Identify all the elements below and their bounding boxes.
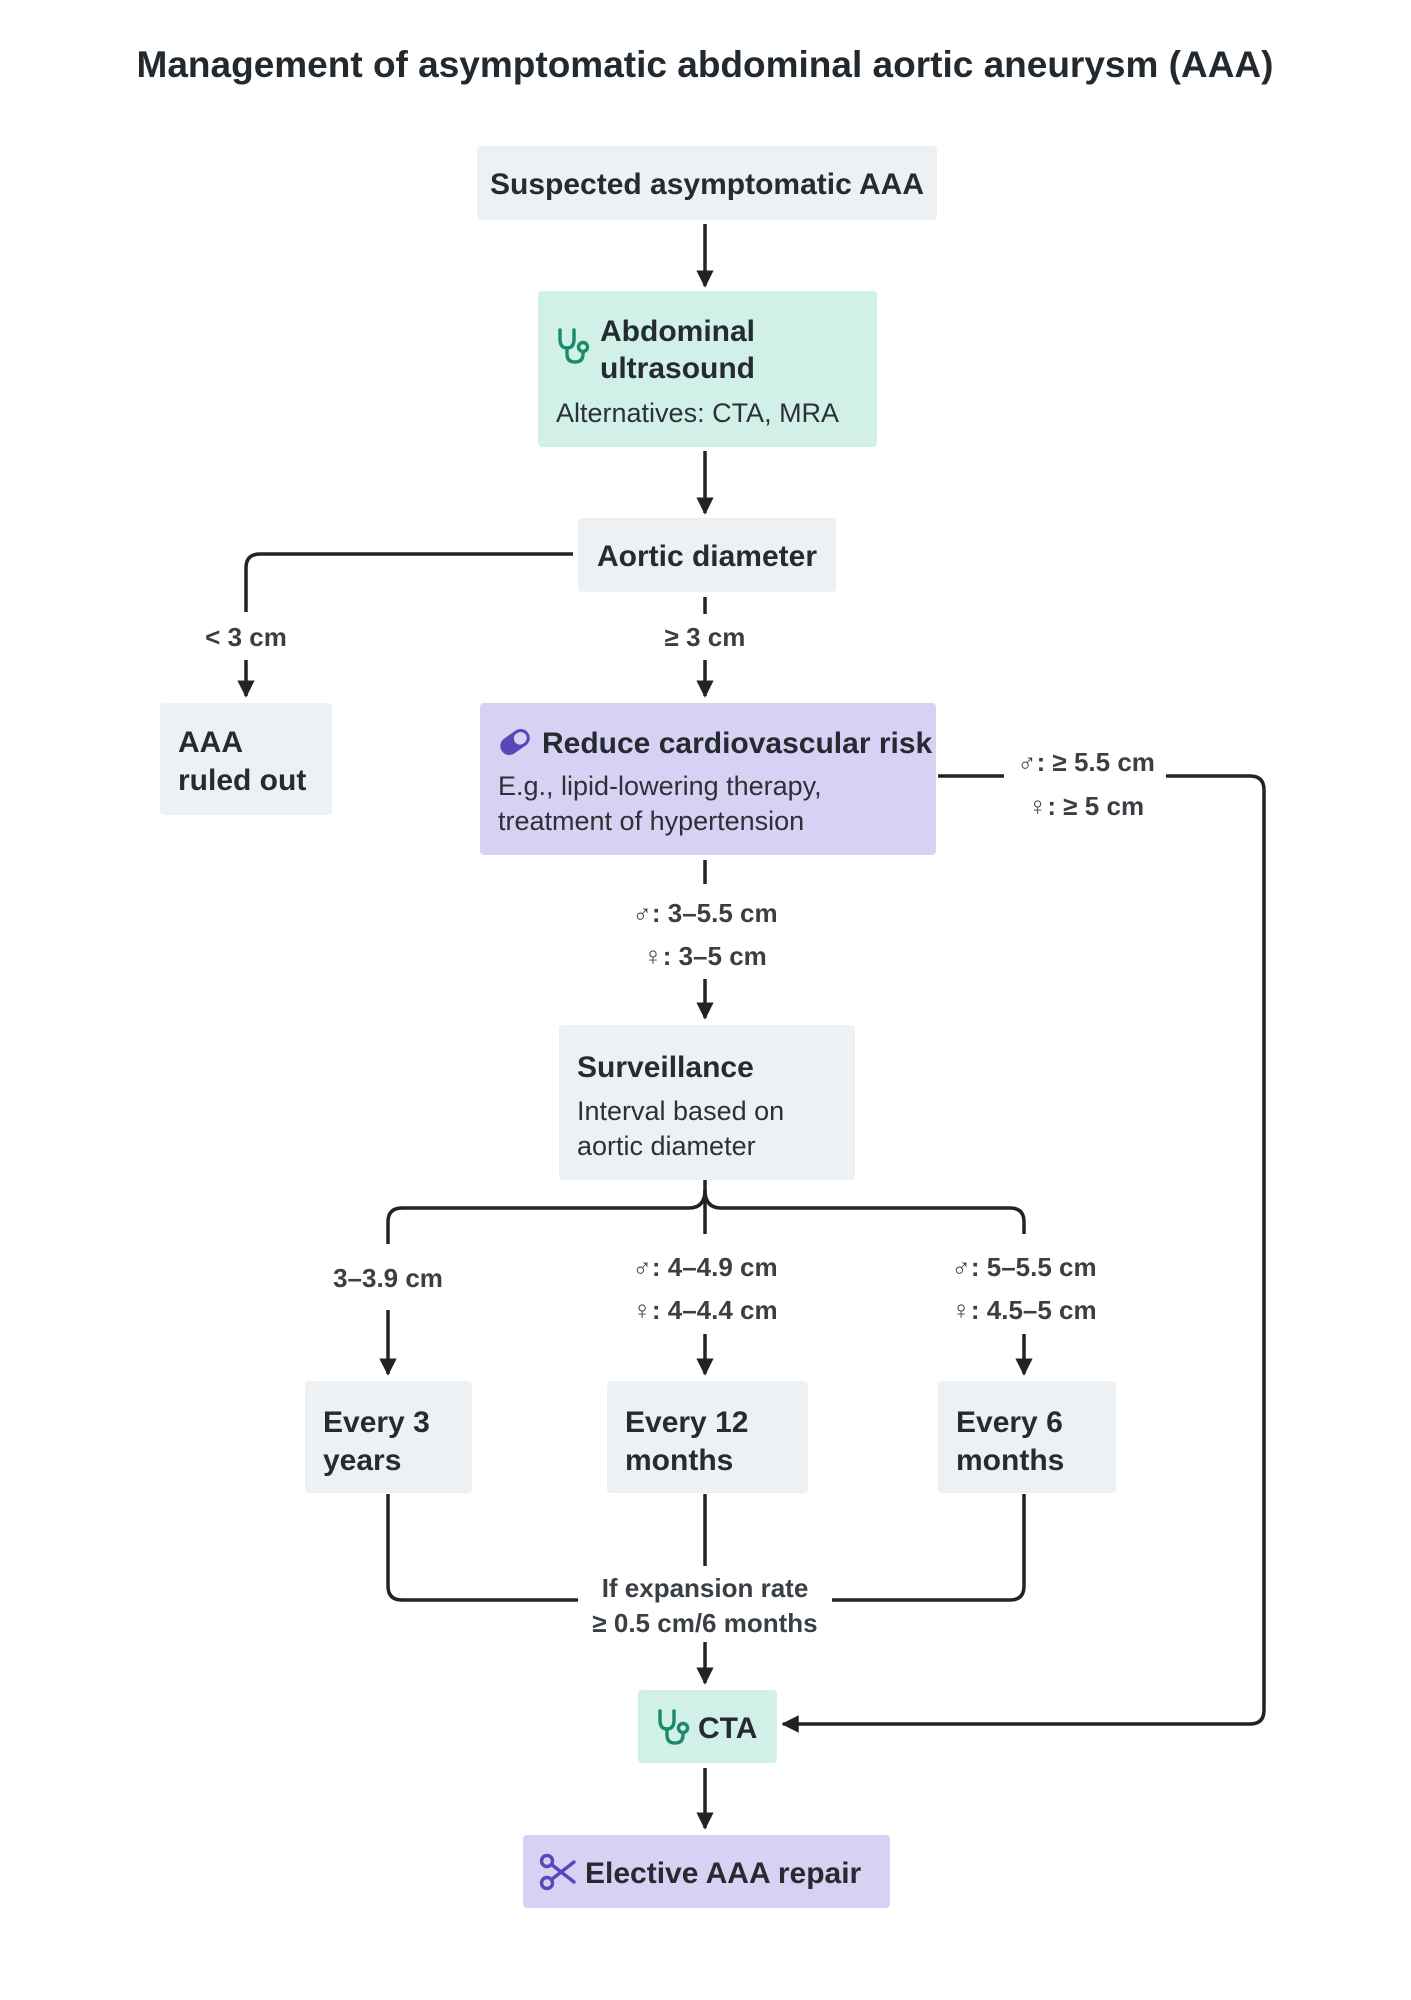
node-every6-title-2: months xyxy=(956,1444,1064,1477)
label-large-female: ♀: ≥ 5 cm xyxy=(1028,791,1144,821)
node-reduce-risk-sub-2: treatment of hypertension xyxy=(498,806,804,836)
node-diameter-title: Aortic diameter xyxy=(597,540,817,573)
node-diameter: Aortic diameter xyxy=(578,518,836,592)
label-medium-female: ♀: 4–4.4 cm xyxy=(632,1295,777,1325)
connector-surveillance-split xyxy=(386,1180,707,1244)
connector-diameter-left xyxy=(244,552,573,612)
label-ge3: ≥ 3 cm xyxy=(665,622,746,652)
connector-every3-to-expansion xyxy=(386,1494,578,1602)
edge-labels: < 3 cm ≥ 3 cm ♂: ≥ 5.5 cm ♀: ≥ 5 cm ♂: 3… xyxy=(205,622,1155,1638)
node-cta: CTA xyxy=(638,1690,777,1763)
pill-icon xyxy=(500,728,530,756)
node-every6: Every 6 months xyxy=(938,1381,1116,1493)
node-surveillance-sub-1: Interval based on xyxy=(577,1096,784,1126)
node-surveillance-sub-2: aortic diameter xyxy=(577,1131,756,1161)
node-ultrasound-sub: Alternatives: CTA, MRA xyxy=(556,398,839,428)
node-suspected: Suspected asymptomatic AAA xyxy=(477,146,937,220)
node-ruled-out: AAA ruled out xyxy=(160,703,332,815)
label-expansion-line1: If expansion rate xyxy=(602,1573,809,1603)
connector-every6-to-expansion xyxy=(832,1494,1026,1602)
node-ultrasound: Abdominal ultrasound Alternatives: CTA, … xyxy=(538,291,877,447)
label-upper-male: ♂: 5–5.5 cm xyxy=(951,1252,1096,1282)
label-medium-male: ♂: 4–4.9 cm xyxy=(632,1252,777,1282)
diagram-title: Management of asymptomatic abdominal aor… xyxy=(137,44,1274,85)
node-every3-title-1: Every 3 xyxy=(323,1406,430,1439)
label-mid-female: ♀: 3–5 cm xyxy=(643,941,767,971)
node-every6-title-1: Every 6 xyxy=(956,1406,1063,1439)
node-surveillance-title: Surveillance xyxy=(577,1051,754,1084)
connectors xyxy=(237,224,1266,1830)
label-mid-male: ♂: 3–5.5 cm xyxy=(632,898,777,928)
node-ultrasound-title-2: ultrasound xyxy=(600,352,755,385)
connector-surveillance-split-right xyxy=(703,1189,1026,1234)
scissors-icon xyxy=(539,1853,576,1891)
label-upper-female: ♀: 4.5–5 cm xyxy=(951,1295,1096,1325)
label-lt3: < 3 cm xyxy=(205,622,287,652)
node-every3-title-2: years xyxy=(323,1444,401,1477)
stethoscope-icon xyxy=(658,1709,690,1745)
node-reduce-risk-sub-1: E.g., lipid-lowering therapy, xyxy=(498,771,822,801)
node-ruled-out-title-1: AAA xyxy=(178,726,243,759)
node-reduce-risk-title: Reduce cardiovascular risk xyxy=(542,727,933,760)
node-ruled-out-title-2: ruled out xyxy=(178,764,306,797)
node-ultrasound-title-1: Abdominal xyxy=(600,315,755,348)
stethoscope-icon xyxy=(558,328,590,364)
label-expansion-line2: ≥ 0.5 cm/6 months xyxy=(592,1608,817,1638)
label-small: 3–3.9 cm xyxy=(333,1263,443,1293)
node-surveillance: Surveillance Interval based on aortic di… xyxy=(559,1025,855,1180)
node-every12-title-1: Every 12 xyxy=(625,1406,748,1439)
node-every12: Every 12 months xyxy=(607,1381,808,1493)
node-suspected-title: Suspected asymptomatic AAA xyxy=(490,168,924,201)
node-every3: Every 3 years xyxy=(305,1381,472,1493)
label-large-male: ♂: ≥ 5.5 cm xyxy=(1017,747,1155,777)
connector-large-to-cta xyxy=(781,774,1266,1733)
node-every12-title-2: months xyxy=(625,1444,733,1477)
node-cta-title: CTA xyxy=(698,1712,757,1745)
node-repair: Elective AAA repair xyxy=(523,1835,890,1908)
node-repair-title: Elective AAA repair xyxy=(585,1857,862,1890)
node-reduce-risk: Reduce cardiovascular risk E.g., lipid-l… xyxy=(480,703,936,855)
